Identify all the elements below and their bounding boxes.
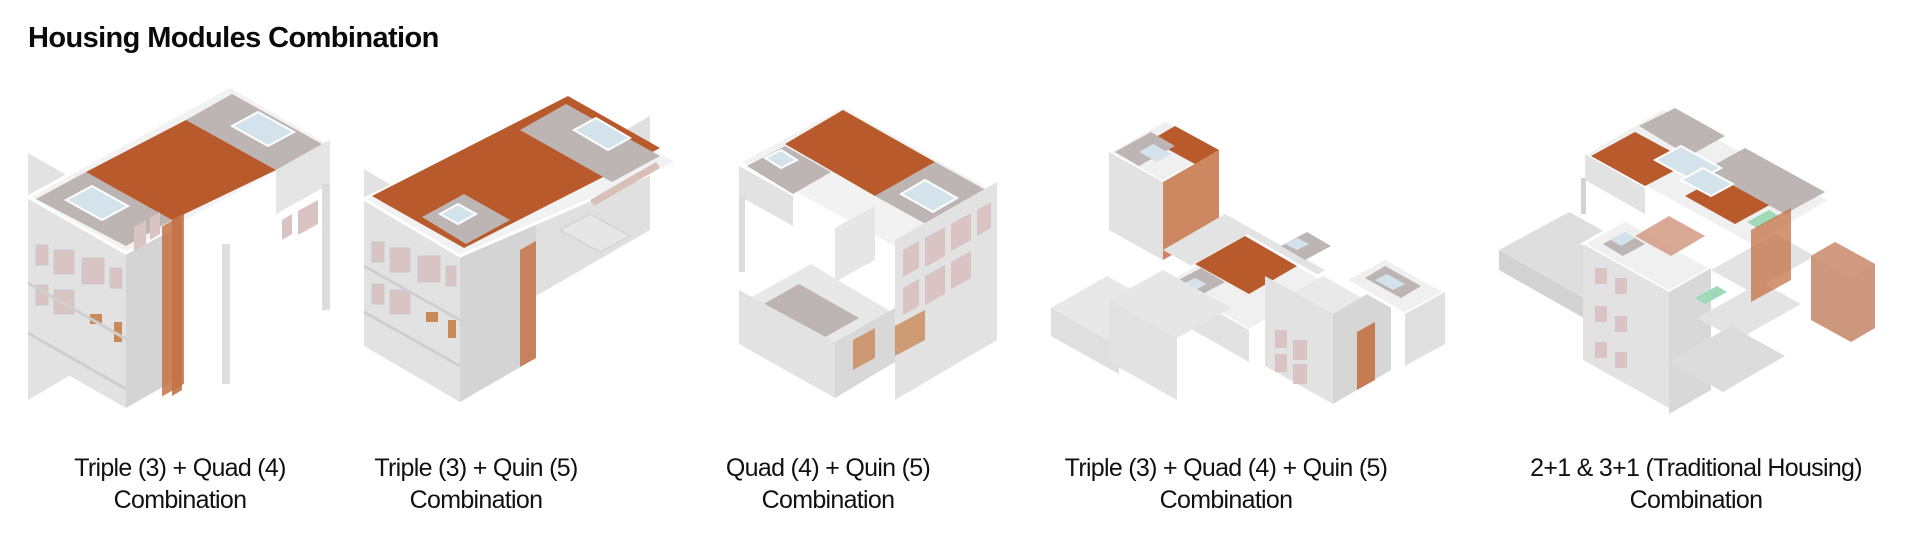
caption-3-line2: Combination xyxy=(761,486,895,514)
building-triple-quad-illustration xyxy=(24,84,334,408)
building-traditional-housing-illustration xyxy=(1499,106,1875,414)
caption-3-line1: Quad (4) + Quin (5) xyxy=(725,454,931,482)
caption-5-line1: 2+1 & 3+1 (Traditional Housing) xyxy=(1530,454,1862,482)
page-title: Housing Modules Combination xyxy=(28,22,439,54)
building-triple-quad-quin-illustration xyxy=(1051,118,1449,404)
caption-2-line2: Combination xyxy=(409,486,543,514)
caption-4: Triple (3) + Quad (4) + Quin (5) Combina… xyxy=(1065,452,1388,516)
caption-5-line2: Combination xyxy=(1629,486,1763,514)
caption-4-line1: Triple (3) + Quad (4) + Quin (5) xyxy=(1064,454,1388,482)
caption-2: Triple (3) + Quin (5) Combination xyxy=(374,452,578,516)
caption-5: 2+1 & 3+1 (Traditional Housing) Combinat… xyxy=(1530,452,1862,516)
caption-1-line2: Combination xyxy=(113,486,247,514)
caption-3: Quad (4) + Quin (5) Combination xyxy=(725,452,931,516)
caption-1-line1: Triple (3) + Quad (4) xyxy=(74,454,286,482)
caption-2-line1: Triple (3) + Quin (5) xyxy=(374,454,578,482)
caption-1: Triple (3) + Quad (4) Combination xyxy=(74,452,286,516)
building-quad-quin-illustration xyxy=(735,104,1001,400)
caption-4-line2: Combination xyxy=(1159,486,1293,514)
building-triple-quin-illustration xyxy=(360,96,682,402)
